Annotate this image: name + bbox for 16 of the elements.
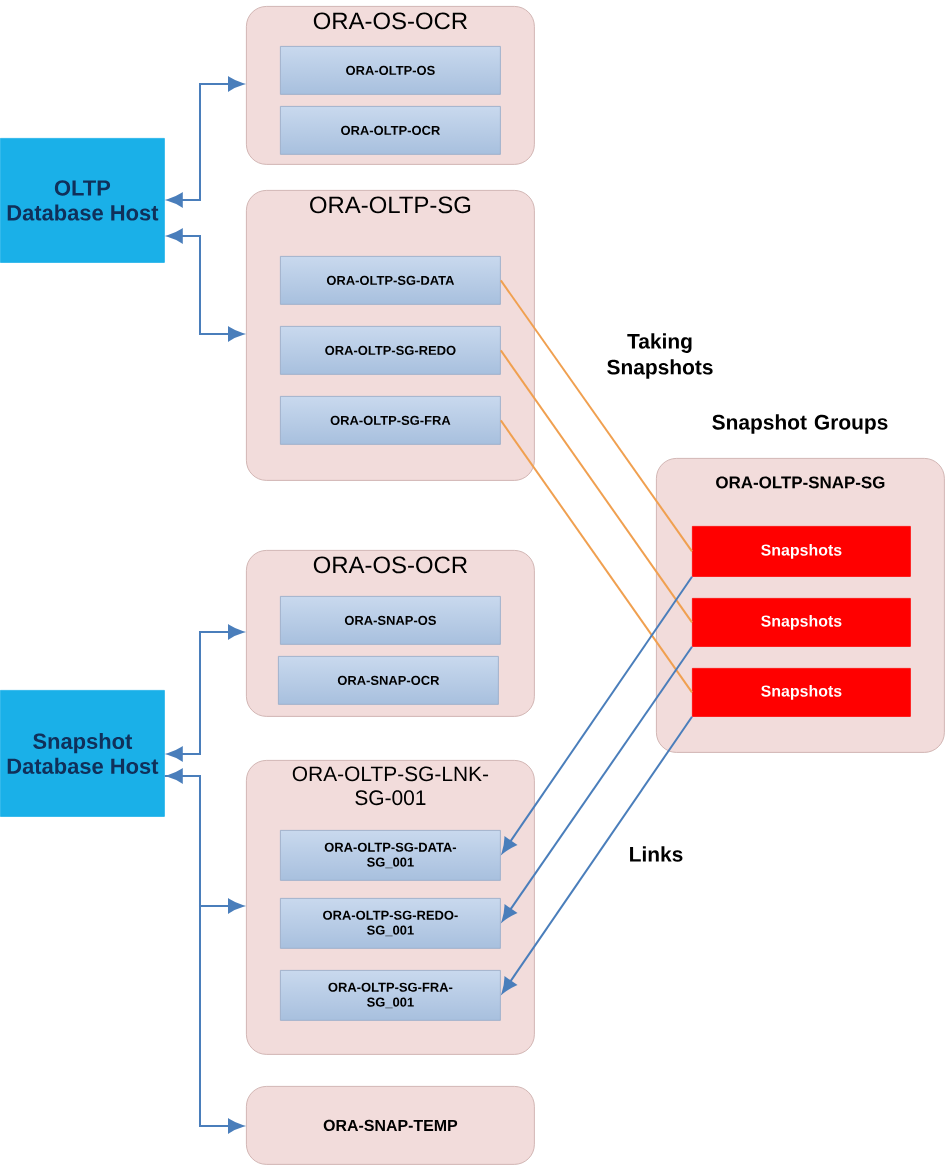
label: Snapshot Groups (712, 414, 888, 434)
process-box: Snapshot Database Host (0, 690, 165, 817)
arrow (167, 768, 244, 914)
connector-line (499, 349, 693, 624)
arrow (167, 76, 244, 208)
arrow (167, 228, 244, 342)
arrow (501, 575, 693, 854)
arrow (501, 715, 693, 994)
arrow (501, 645, 693, 922)
label: Links (630, 846, 683, 862)
arrow (167, 624, 244, 762)
label: Taking Snapshots (607, 333, 713, 379)
process-box: OLTP Database Host (0, 138, 165, 263)
arrow (163, 775, 244, 1134)
connector-line (499, 279, 693, 553)
connector-line (499, 419, 693, 694)
